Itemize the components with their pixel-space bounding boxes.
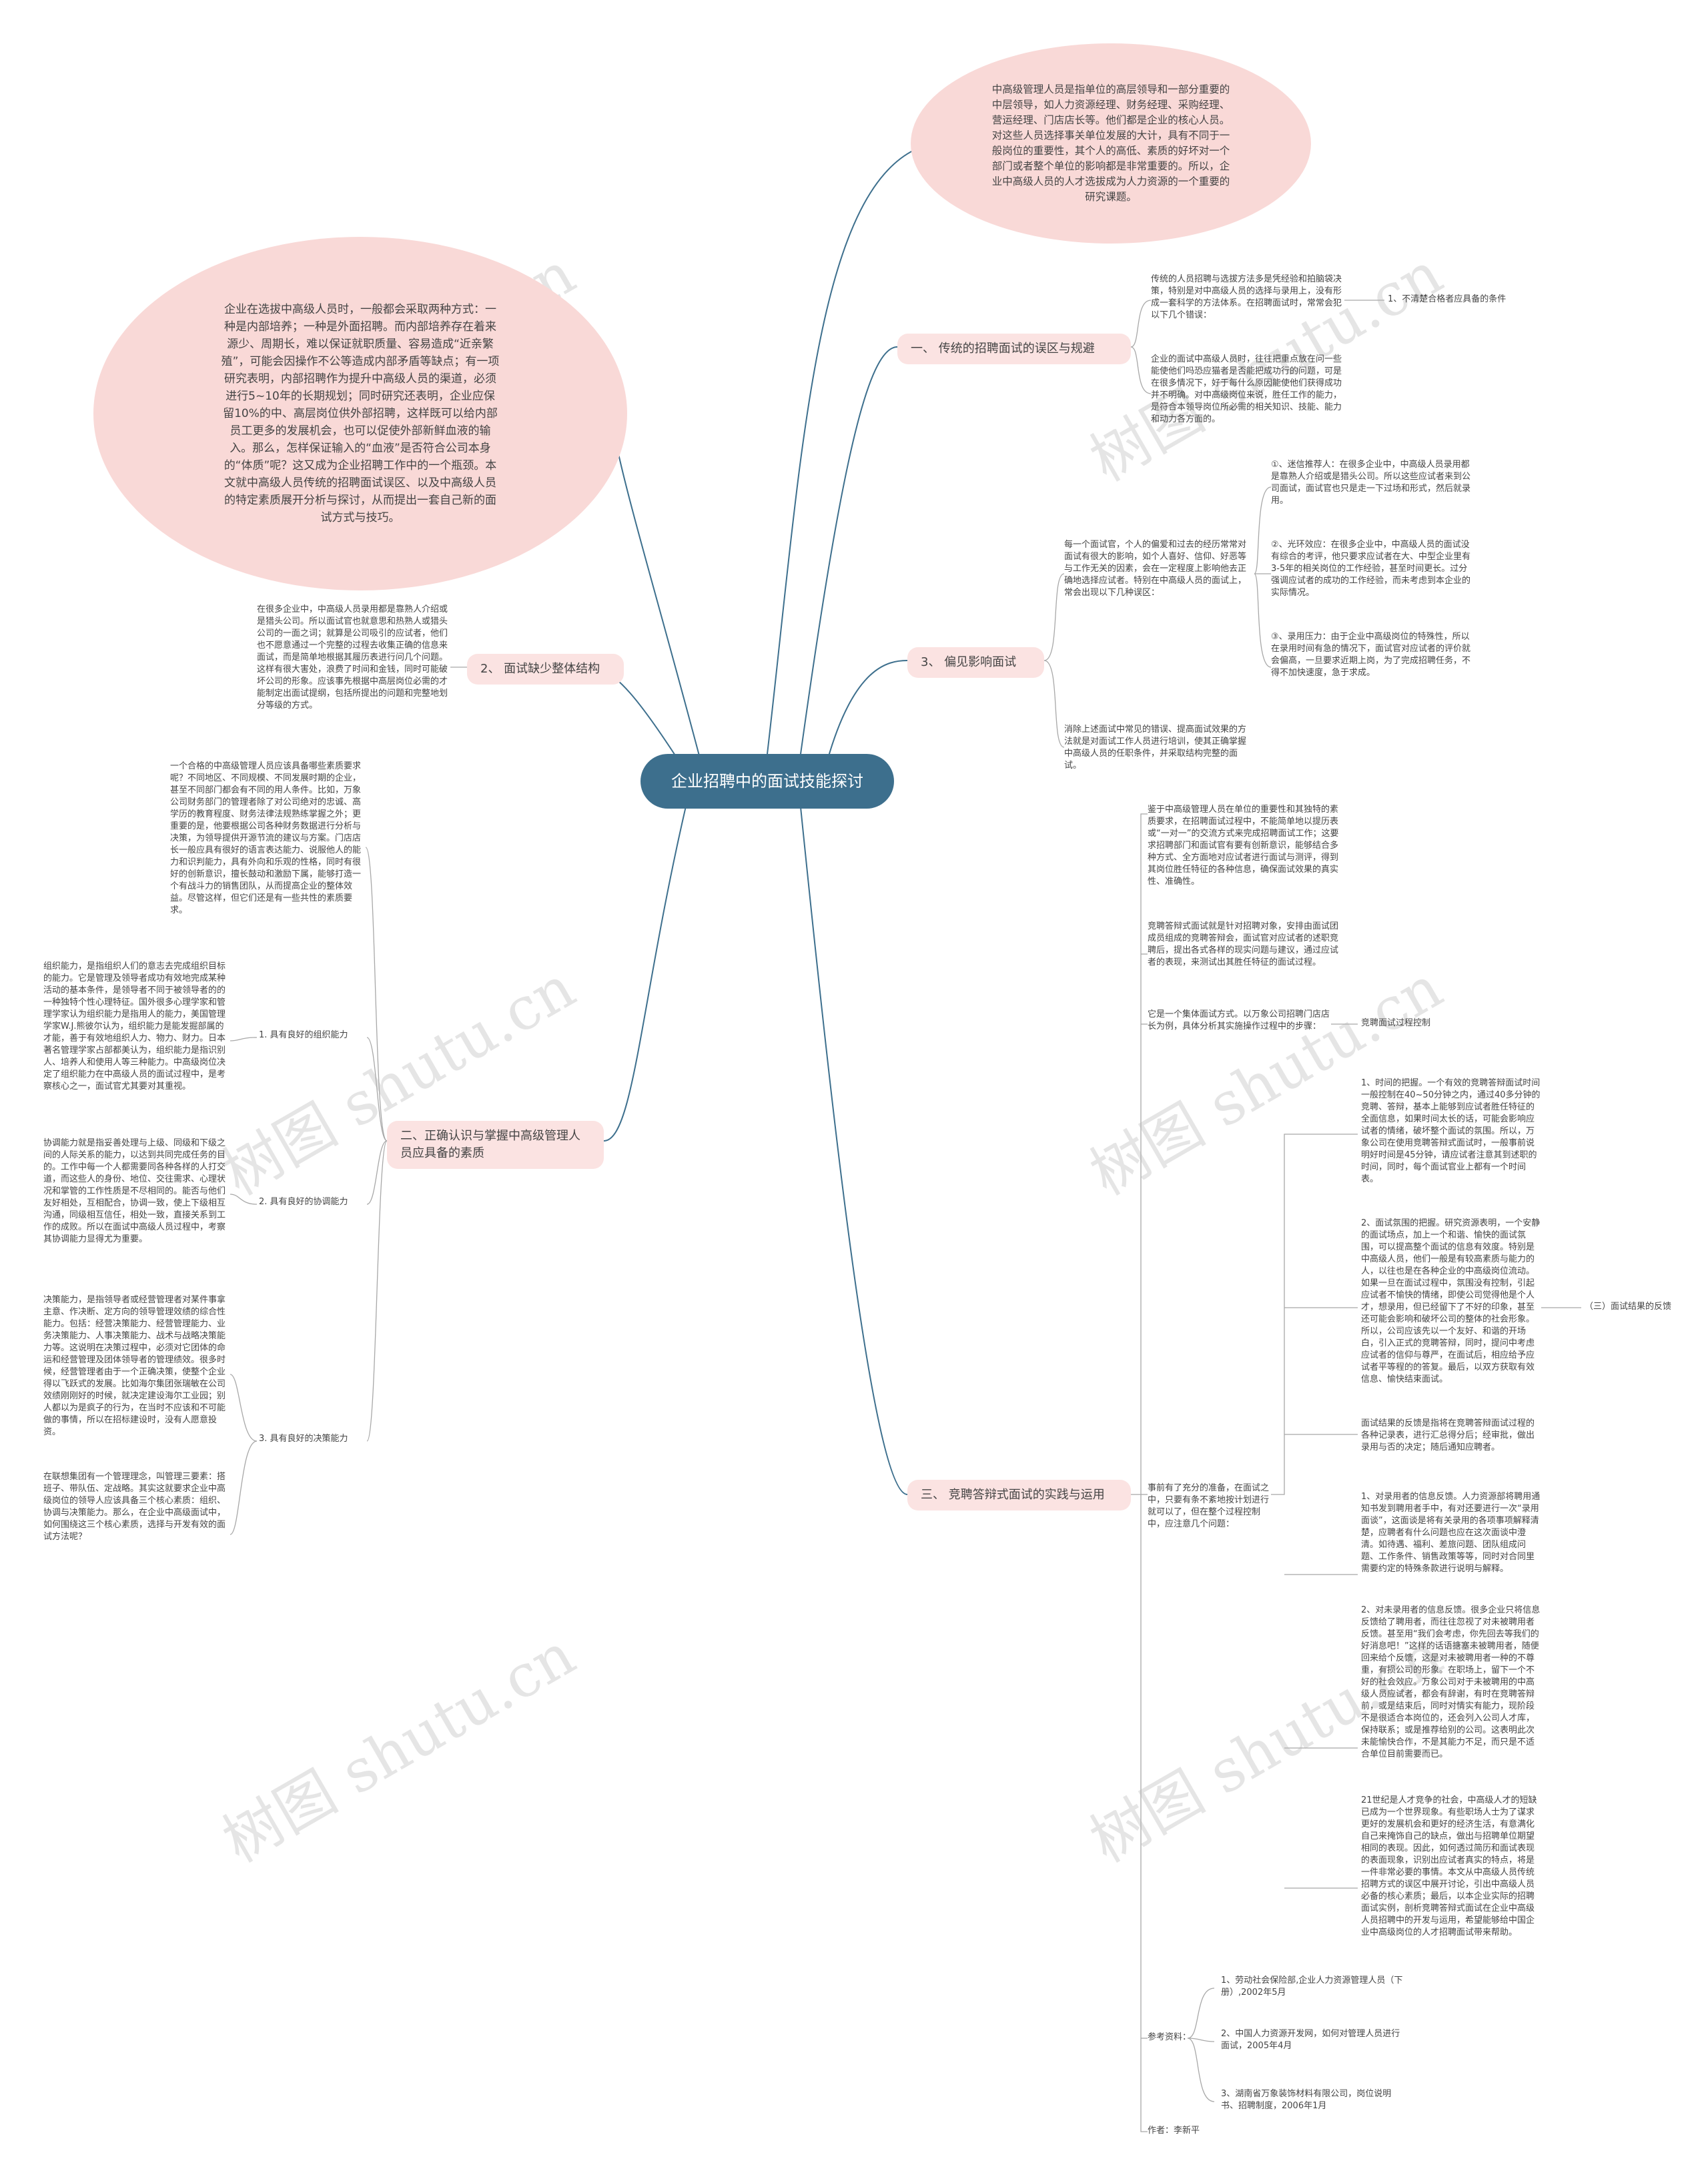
branch2-sub2-text: 协调能力就是指妥善处理与上级、同级和下级之间的人际关系的能力，以达到共同完成任务… — [43, 1138, 226, 1244]
branch3b-point-2: 2、面试氛围的把握。研究资源表明，一个安静的面试场点，加上一个和谐、愉快的面试氛… — [1361, 1218, 1541, 1384]
branch3b-ref-3: 3、湖南省万象装饰材料有限公司，岗位说明书、招聘制度，2006年1月 — [1221, 2089, 1392, 2111]
branch3b-point2-2: 2、对未录用者的信息反馈。很多企业只将信息反馈给了聘用者，而往往忽视了对未被聘用… — [1361, 1605, 1541, 1759]
branch-debate-interview[interactable]: 三、 竞聘答辩式面试的实践与运用 — [907, 1480, 1131, 1510]
branch-no-structure[interactable]: 2、 面试缺少整体结构 — [467, 654, 624, 685]
branch3b-author: 作者：李新平 — [1148, 2126, 1200, 2136]
intro-cloud-top-text: 中高级管理人员是指单位的高层领导和一部分重要的中层领导，如人力资源经理、财务经理… — [991, 83, 1230, 203]
branch3-item-3: ③、录用压力：由于企业中高级岗位的特殊性，所以在录用时间有急的情况下，面试官对应… — [1271, 632, 1471, 678]
branch3b-p2: 竞聘答辩式面试就是针对招聘对象，安排由面试团成员组成的竞聘答辩会，面试官对应试者… — [1148, 921, 1339, 967]
branch3b-ref-2: 2、中国人力资源开发网，如何对管理人员进行面试，2005年4月 — [1221, 2029, 1400, 2051]
branch-bias[interactable]: 3、 偏见影响面试 — [907, 647, 1044, 678]
branch2-sub3-label[interactable]: 3. 具有良好的决策能力 — [259, 1434, 348, 1444]
intro-cloud-left-text: 企业在选拔中高级人员时，一般都会采取两种方式：一种是内部培养；一种是外面招聘。而… — [221, 303, 500, 524]
branch2-sub1-label[interactable]: 1. 具有良好的组织能力 — [259, 1030, 348, 1040]
branch3-item-2: ②、光环效应：在很多企业中，中高级人员的面试没有综合的考评，他只要求应试者在大、… — [1271, 540, 1471, 598]
branch3b-point2-1: 1、对录用者的信息反馈。人力资源部将聘用通知书发到聘用者手中，有对还要进行一次“… — [1361, 1492, 1541, 1574]
branch3b-p3: 它是一个集体面试方式。以万象公司招聘门店店长为例，具体分析其实施操作过程中的步骤… — [1148, 1009, 1330, 1031]
branch2-conclusion: 在联想集团有一个管理理念，叫管理三要素：搭班子、带队伍、定战略。其实这就要求企业… — [43, 1472, 226, 1542]
branch1-leaf-a: 1、不清楚合格者应具备的条件 — [1388, 294, 1507, 304]
branch3b-p3-leaf: 竞聘面试过程控制 — [1361, 1018, 1431, 1028]
branch3b-point-3: 面试结果的反馈是指将在竞聘答辩面试过程的各种记录表，进行汇总得分后；经审批，做出… — [1361, 1418, 1535, 1452]
branch2-sub2-label[interactable]: 2. 具有良好的协调能力 — [259, 1197, 348, 1207]
branch3b-p4: 事前有了充分的准备，在面试之中，只要有条不紊地按计划进行就可以了，但在整个过程控… — [1148, 1483, 1270, 1529]
branch2-sub1-text: 组织能力，是指组织人们的意志去完成组织目标的能力。它是管理及领导者成功有效地完成… — [43, 961, 226, 1092]
branch-qualities[interactable]: 二、正确认识与掌握中高级管理人员应具备的素质 — [387, 1121, 604, 1169]
branch1-text-a: 传统的人员招聘与选拔方法多是凭经验和拍脑袋决策，特别是对中高级人员的选择与录用上… — [1151, 274, 1342, 320]
branch3b-p1: 鉴于中高级管理人员在单位的重要性和其独特的素质要求，在招聘面试过程中，不能简单地… — [1148, 805, 1339, 887]
intro-cloud-left[interactable]: 企业在选拔中高级人员时，一般都会采取两种方式：一种是内部培养；一种是外面招聘。而… — [93, 237, 627, 590]
branch3b-point2-3: 21世纪是人才竞争的社会，中高级人才的短缺已成为一个世界现象。有些职场人士为了谋… — [1361, 1795, 1537, 1937]
branch1-text-b: 企业的面试中高级人员时，往往把重点放在问一些能使他们吗恐应猫者是否能把成功行的问… — [1151, 354, 1342, 424]
branch2-sub3-text: 决策能力，是指领导者或经营管理者对某件事拿主意、作决断、定方向的领导管理效绩的综… — [43, 1295, 226, 1437]
branch3b-points-leaf: （三）面试结果的反馈 — [1585, 1302, 1672, 1312]
branch3-text-b: 消除上述面试中常见的错误、提高面试效果的方法就是对面试工作人员进行培训，使其正确… — [1064, 725, 1247, 771]
branch3-item-1: ①、迷信推荐人：在很多企业中，中高级人员录用都是靠熟人介绍或是猎头公司。所以这些… — [1271, 460, 1471, 506]
branch2-intro: 一个合格的中高级管理人员应该具备哪些素质要求呢？不同地区、不同规模、不同发展时期… — [170, 761, 362, 915]
intro-cloud-top[interactable]: 中高级管理人员是指单位的高层领导和一部分重要的中层领导，如人力资源经理、财务经理… — [911, 43, 1311, 244]
branch3b-ref-1: 1、劳动社会保险部,企业人力资源管理人员（下册）,2002年5月 — [1221, 1976, 1403, 1998]
branch3-text-a: 每一个面试官，个人的偏爱和过去的经历常常对面试有很大的影响，如个人喜好、信仰、好… — [1064, 540, 1247, 598]
branch3b-point-1: 1、时间的把握。一个有效的竞聘答辩面试时间一般控制在40~50分钟之内，通过40… — [1361, 1078, 1541, 1184]
root-topic[interactable]: 企业招聘中的面试技能探讨 — [640, 754, 894, 809]
branch-traditional-interview[interactable]: 一、 传统的招聘面试的误区与规避 — [897, 334, 1131, 364]
branch2b-text: 在很多企业中，中高级人员录用都是靠熟人介绍或是猎头公司。所以面试官也就意思和热熟… — [257, 604, 448, 711]
branch3b-refs-label: 参考资料： — [1148, 2032, 1192, 2042]
